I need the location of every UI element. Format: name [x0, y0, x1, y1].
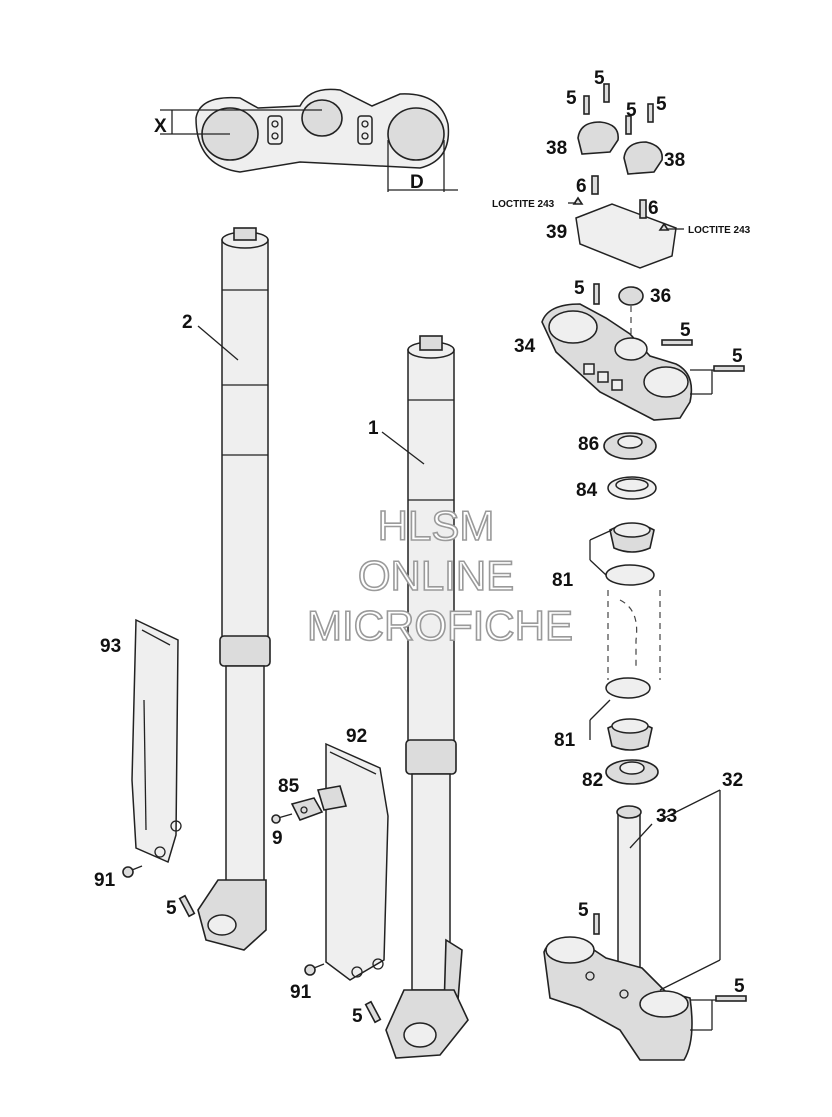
callout-5: 5	[352, 1006, 363, 1027]
dimension-x-label: X	[154, 116, 167, 137]
callout-6: 6	[648, 198, 659, 219]
callout-86: 86	[578, 434, 599, 455]
callout-81: 81	[552, 570, 574, 591]
lower-triple-clamp-32	[543, 805, 747, 1061]
triple-clamp-dimension-view: X D	[154, 88, 458, 193]
callout-85: 85	[278, 776, 300, 797]
callout-5: 5	[626, 100, 637, 121]
callout-5: 5	[566, 88, 577, 109]
dimension-d-label: D	[410, 172, 424, 193]
callout-5: 5	[732, 346, 743, 367]
fork-leg-1	[385, 335, 469, 1059]
callout-34: 34	[514, 336, 536, 357]
leader-lines	[197, 325, 721, 991]
clamp-85-and-bolts	[122, 797, 382, 1024]
callout-1: 1	[368, 418, 379, 439]
callout-2: 2	[182, 312, 193, 333]
loctite-note-right: LOCTITE 243	[688, 225, 751, 236]
callout-5: 5	[680, 320, 691, 341]
callout-82: 82	[582, 770, 603, 791]
callout-91: 91	[94, 870, 116, 891]
watermark: HLSM ONLINE MICROFICHE	[306, 501, 574, 650]
fork-guard-93	[131, 618, 182, 864]
callout-84: 84	[576, 480, 598, 501]
callout-92: 92	[346, 726, 367, 747]
callout-93: 93	[100, 636, 121, 657]
steering-bearings	[589, 432, 661, 785]
callout-5: 5	[574, 278, 585, 299]
loctite-note-left: LOCTITE 243	[492, 199, 555, 210]
callout-6: 6	[576, 176, 587, 197]
callout-36: 36	[650, 286, 671, 307]
callout-9: 9	[272, 828, 283, 849]
callout-38: 38	[664, 150, 685, 171]
watermark-line-1: HLSM	[378, 502, 495, 549]
callout-39: 39	[546, 222, 567, 243]
callout-5: 5	[578, 900, 589, 921]
callout-38: 38	[546, 138, 567, 159]
fork-leg-2	[197, 227, 271, 951]
watermark-line-3: MICROFICHE	[307, 602, 573, 649]
callout-5: 5	[594, 68, 605, 89]
callout-5: 5	[656, 94, 667, 115]
watermark-line-2: ONLINE	[358, 552, 514, 599]
callout-32: 32	[722, 770, 743, 791]
callout-5: 5	[166, 898, 177, 919]
handlebar-clamps	[568, 83, 684, 269]
callout-5: 5	[734, 976, 745, 997]
upper-triple-clamp-34	[541, 283, 745, 421]
callout-33: 33	[656, 806, 677, 827]
callout-81: 81	[554, 730, 576, 751]
fork-guard-92	[316, 742, 389, 981]
callout-91: 91	[290, 982, 312, 1003]
